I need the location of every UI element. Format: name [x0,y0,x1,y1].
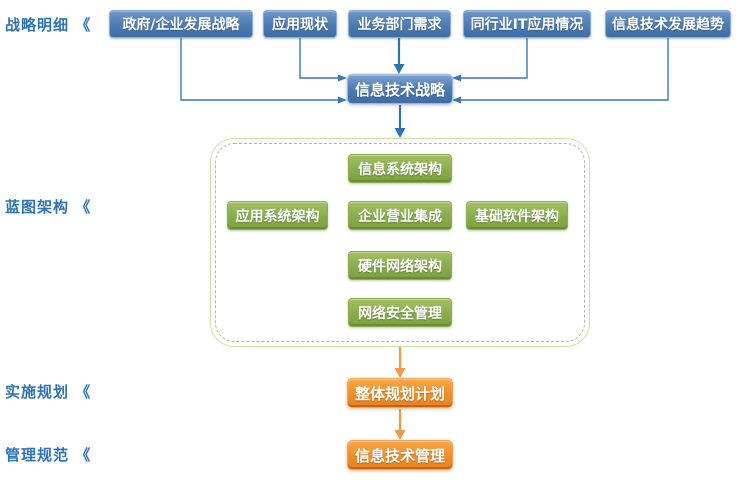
blueprint-group-frame-inner [215,143,585,342]
section-label-governance: 管理规范 《 [5,446,92,464]
section-label-implementation: 实施规划 《 [5,383,92,401]
node-peer-industry-it: 同行业IT应用情况 [463,10,591,38]
node-overall-planning: 整体规划计划 [347,378,453,408]
arrowhead-blueprint-to-plan [394,368,406,378]
node-enterprise-biz-integration: 企业营业集成 [348,201,452,230]
node-info-system-arch: 信息系统架构 [348,154,452,183]
node-app-system-arch: 应用系统架构 [227,201,328,230]
node-application-status: 应用现状 [263,10,337,38]
section-label-strategy: 战略明细 《 [5,16,92,34]
arrowhead-app-status [338,74,347,82]
node-gov-enterprise-strategy: 政府/企业发展战略 [109,10,253,38]
arrowhead-biz-needs [393,64,405,74]
node-network-security-mgmt: 网络安全管理 [348,298,452,327]
arrowhead-plan-to-management [394,430,406,440]
connector-peer-it [461,38,528,79]
connector-gov-strategy [180,38,339,101]
arrowhead-it-trends [452,96,461,104]
connector-it-trends [461,38,669,101]
connector-app-status [299,38,339,79]
node-it-development-trends: 信息技术发展趋势 [605,10,731,38]
node-it-management: 信息技术管理 [347,440,453,470]
node-base-software-arch: 基础软件架构 [466,201,568,230]
node-business-dept-needs: 业务部门需求 [348,10,451,38]
node-it-strategy: 信息技术战略 [347,74,453,104]
arrowhead-peer-it [452,74,461,82]
node-hardware-network-arch: 硬件网络架构 [348,251,452,280]
section-label-blueprint: 蓝图架构 《 [5,198,92,216]
arrowhead-gov-strategy [338,96,347,104]
arrowhead-strategy-to-blueprint [394,128,406,138]
